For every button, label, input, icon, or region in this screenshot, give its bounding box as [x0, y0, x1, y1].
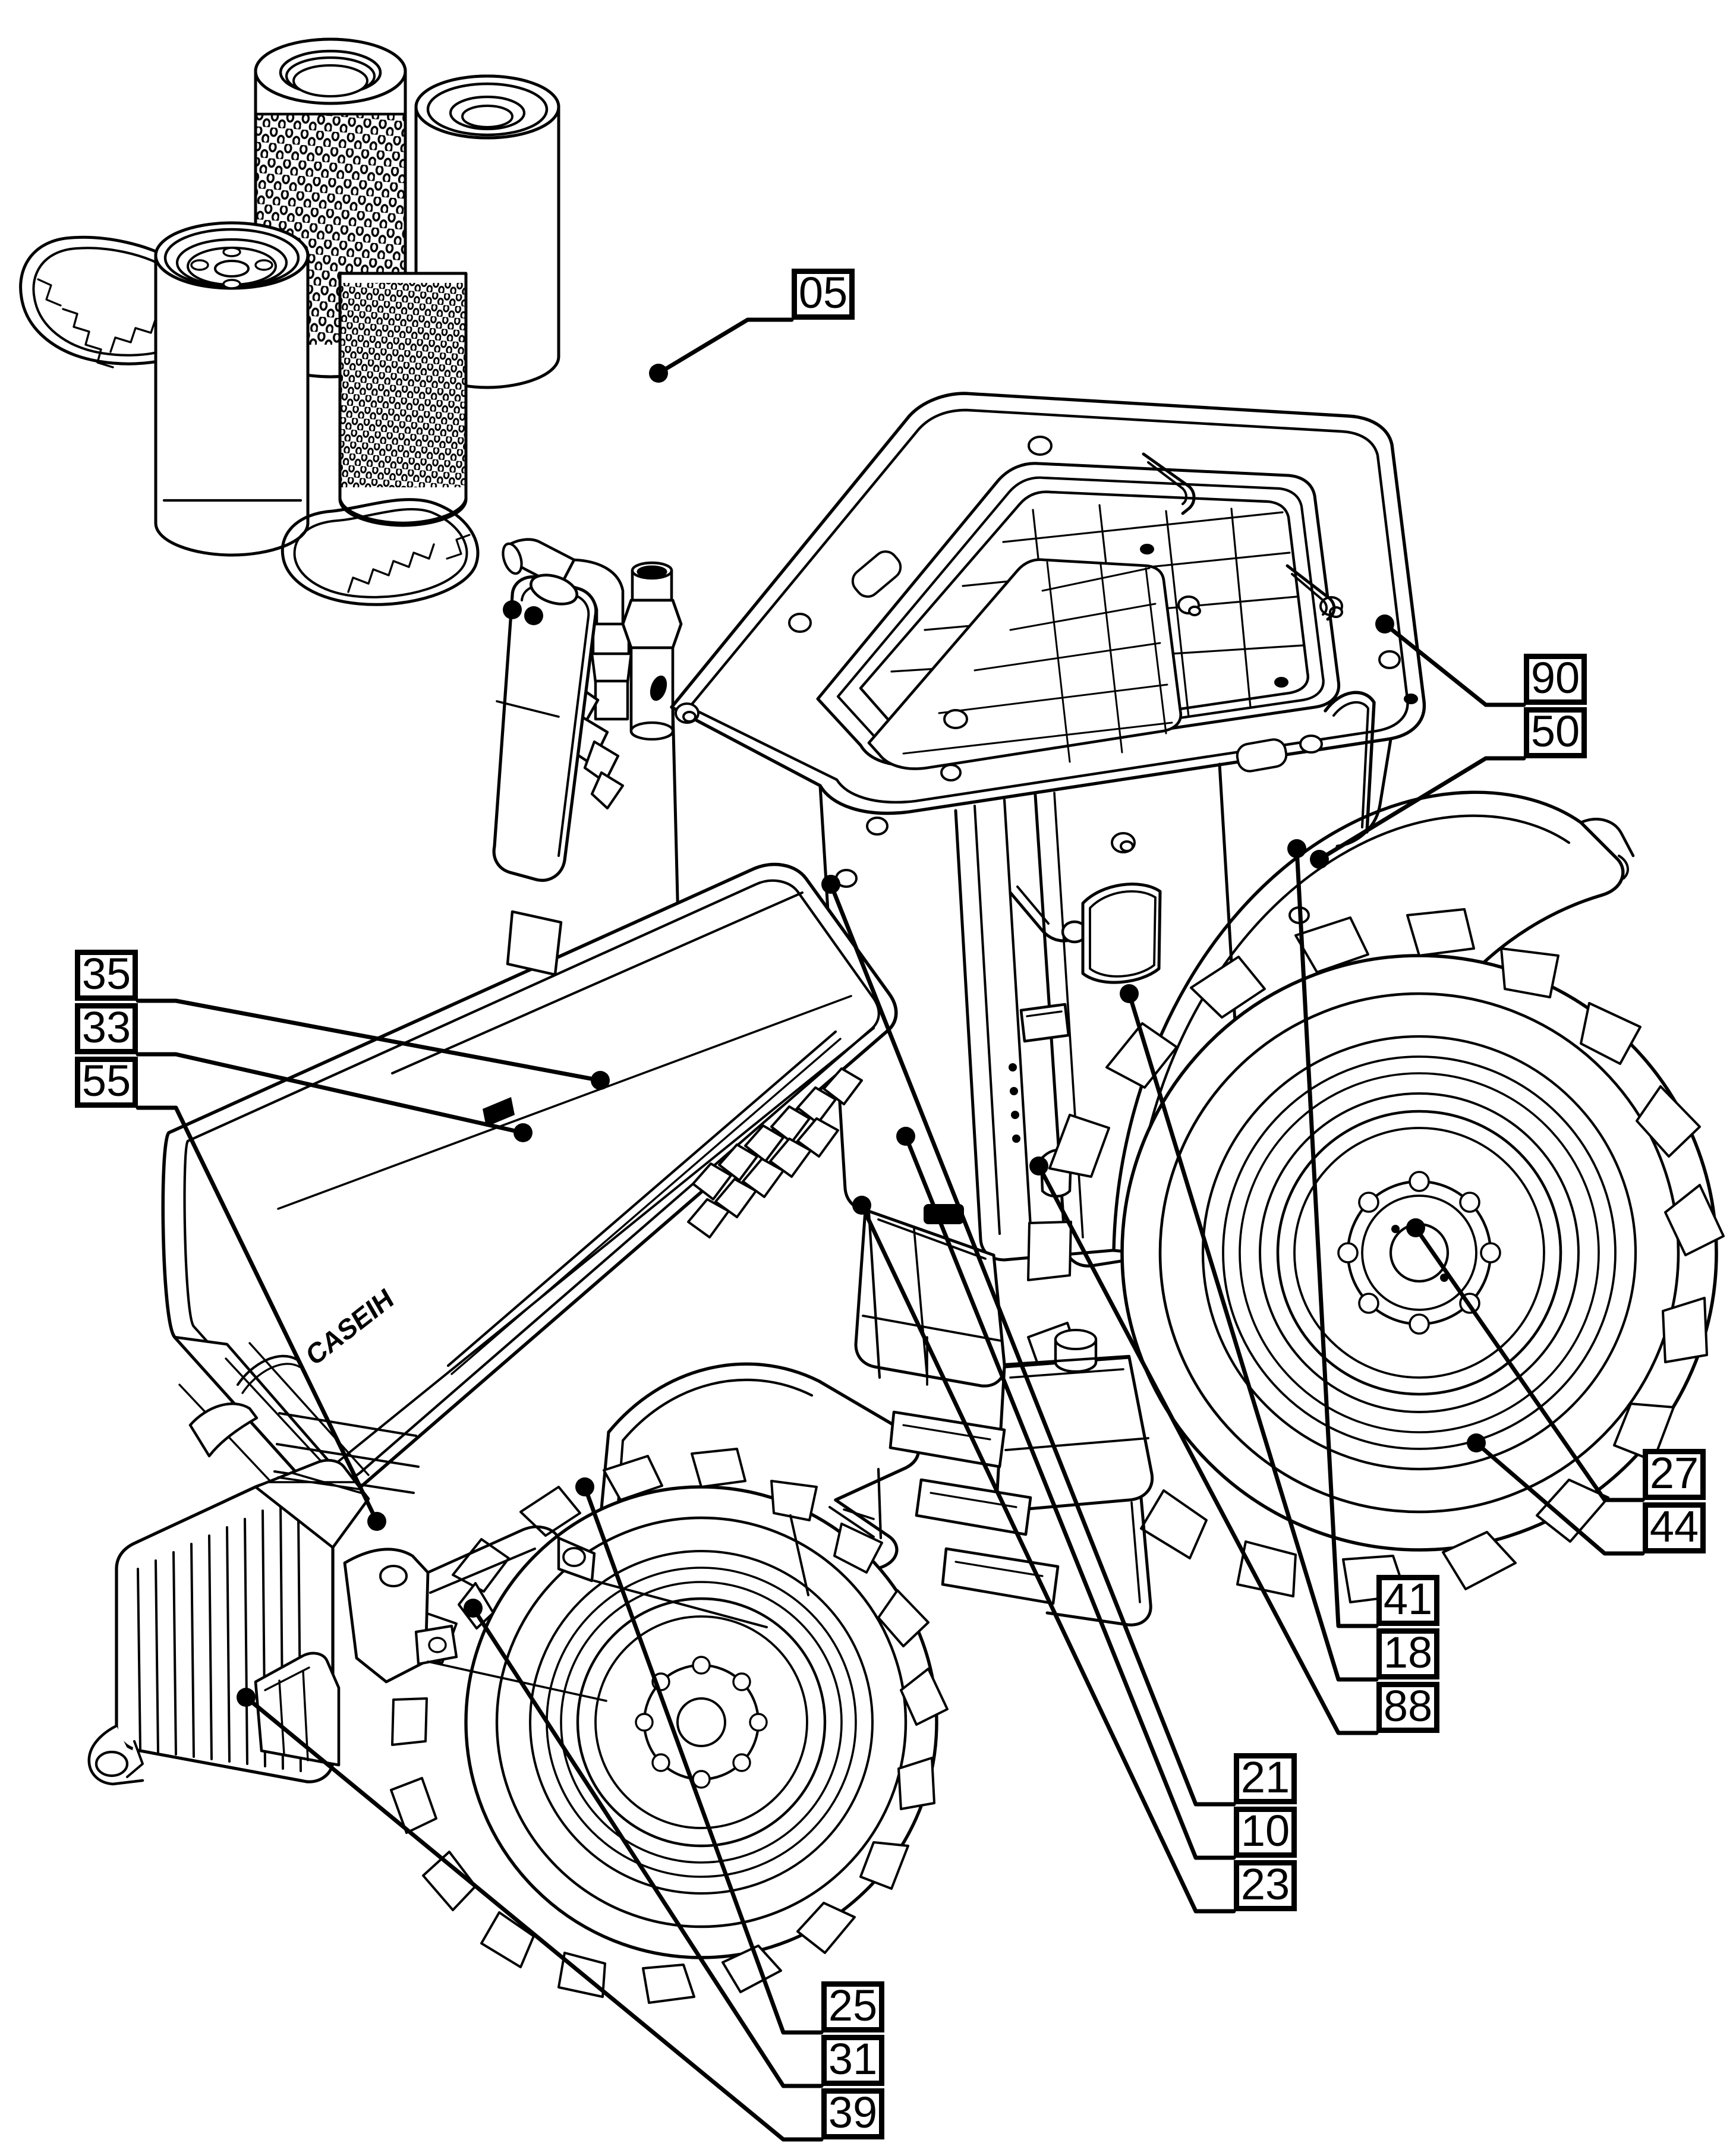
- callout-23[interactable]: 23: [1234, 1860, 1297, 1911]
- leader-line-35: [136, 998, 603, 1083]
- drive-belt-small: [281, 498, 480, 606]
- callout-number: 39: [828, 2088, 878, 2137]
- leader-line-21: [828, 882, 1236, 1807]
- callout-number: 44: [1649, 1502, 1699, 1551]
- callout-number: 55: [81, 1056, 131, 1105]
- elbow-hose-fitting: [502, 538, 633, 721]
- callout-90[interactable]: 90: [1524, 654, 1587, 705]
- callout-31[interactable]: 31: [821, 2035, 884, 2086]
- callout-number: 27: [1649, 1448, 1699, 1498]
- leader-line-10: [903, 1134, 1236, 1860]
- air-filter-element-inner: [338, 272, 468, 527]
- callout-55[interactable]: 55: [75, 1057, 138, 1108]
- callout-number: 25: [828, 1981, 878, 2030]
- leader-line-88: [1036, 1164, 1379, 1735]
- leader-line-18: [1127, 991, 1379, 1682]
- callout-33[interactable]: 33: [75, 1003, 138, 1054]
- callout-number: 21: [1240, 1753, 1290, 1802]
- rear-wheel-and-tire: [1027, 908, 1725, 1603]
- fuel-drain-valve-fitting: [621, 561, 683, 741]
- callout-18[interactable]: 18: [1376, 1628, 1439, 1679]
- spin-on-fuel-filter: [154, 221, 310, 557]
- leader-line-05: [656, 317, 794, 376]
- callout-number: 50: [1530, 707, 1580, 756]
- callout-25[interactable]: 25: [821, 1981, 884, 2032]
- callout-05[interactable]: 05: [792, 269, 855, 320]
- leader-line-90: [1382, 622, 1526, 707]
- callout-44[interactable]: 44: [1643, 1502, 1706, 1553]
- callout-number: 88: [1383, 1681, 1433, 1731]
- callout-10[interactable]: 10: [1234, 1807, 1297, 1858]
- cab-roof-with-hatch: [670, 392, 1426, 888]
- callout-number: 05: [798, 268, 848, 317]
- leader-line-55: [136, 1105, 379, 1524]
- leader-line-31: [471, 1606, 824, 2088]
- callout-88[interactable]: 88: [1376, 1682, 1439, 1733]
- front-grille: [173, 1335, 420, 1494]
- callout-number: 33: [81, 1003, 131, 1052]
- callout-number: 10: [1240, 1806, 1290, 1855]
- leader-line-33: [136, 1052, 525, 1135]
- leader-line-39: [244, 1695, 824, 2142]
- callout-number: 23: [1240, 1860, 1290, 1909]
- callout-50[interactable]: 50: [1524, 707, 1587, 758]
- callout-41[interactable]: 41: [1376, 1575, 1439, 1626]
- exhaust-stack: [492, 573, 598, 976]
- callout-39[interactable]: 39: [821, 2088, 884, 2139]
- callout-35[interactable]: 35: [75, 950, 138, 1001]
- engine-hood: CASEIH: [161, 862, 898, 1501]
- leader-line-50: [1317, 756, 1526, 862]
- callout-27[interactable]: 27: [1643, 1449, 1706, 1500]
- leader-line-25: [582, 1485, 824, 2035]
- front-wheel-and-tire: [390, 1448, 949, 2004]
- callout-number: 90: [1530, 653, 1580, 702]
- leader-line-41: [1294, 846, 1379, 1628]
- steps-and-fuel-tank: [854, 1204, 1154, 1627]
- callout-number: 41: [1383, 1574, 1433, 1624]
- leader-line-23: [859, 1203, 1236, 1914]
- hood-louvre-vents: [687, 1067, 863, 1238]
- front-weight-bracket: [87, 1459, 596, 1786]
- callout-21[interactable]: 21: [1234, 1753, 1297, 1804]
- leader-line-27: [1413, 1225, 1645, 1502]
- leader-line-44: [1474, 1441, 1645, 1556]
- callout-number: 18: [1383, 1628, 1433, 1677]
- callout-number: 31: [828, 2034, 878, 2084]
- leader-lines: [136, 317, 1645, 2142]
- callout-number: 35: [81, 949, 131, 998]
